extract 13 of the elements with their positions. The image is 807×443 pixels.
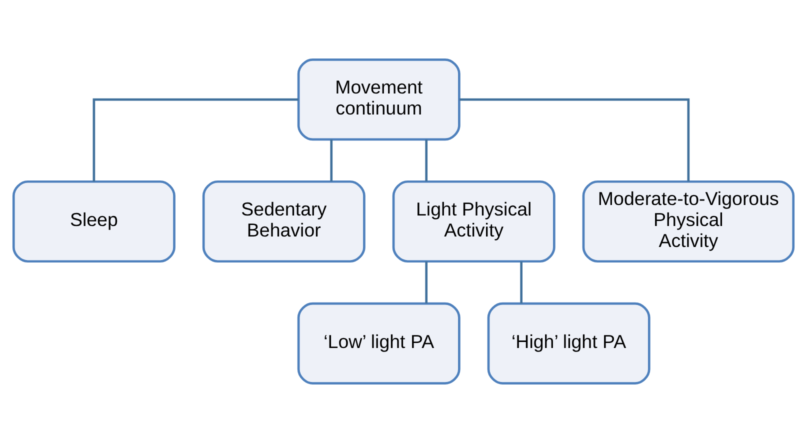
connector xyxy=(92,98,298,182)
connector xyxy=(520,261,523,304)
node-box: Moderate-to-Vigorous Physical Activity xyxy=(582,180,795,263)
node-box: ‘High’ light PA xyxy=(487,302,650,384)
connector xyxy=(425,139,428,182)
node-box: ‘Low’ light PA xyxy=(297,302,460,384)
connector xyxy=(459,98,690,182)
node-box: Movement continuum xyxy=(297,58,460,141)
node-box: Sedentary Behavior xyxy=(202,180,366,263)
connector xyxy=(425,261,428,304)
connector xyxy=(330,139,333,182)
node-box: Light Physical Activity xyxy=(392,180,556,263)
node-box: Sleep xyxy=(12,180,176,263)
